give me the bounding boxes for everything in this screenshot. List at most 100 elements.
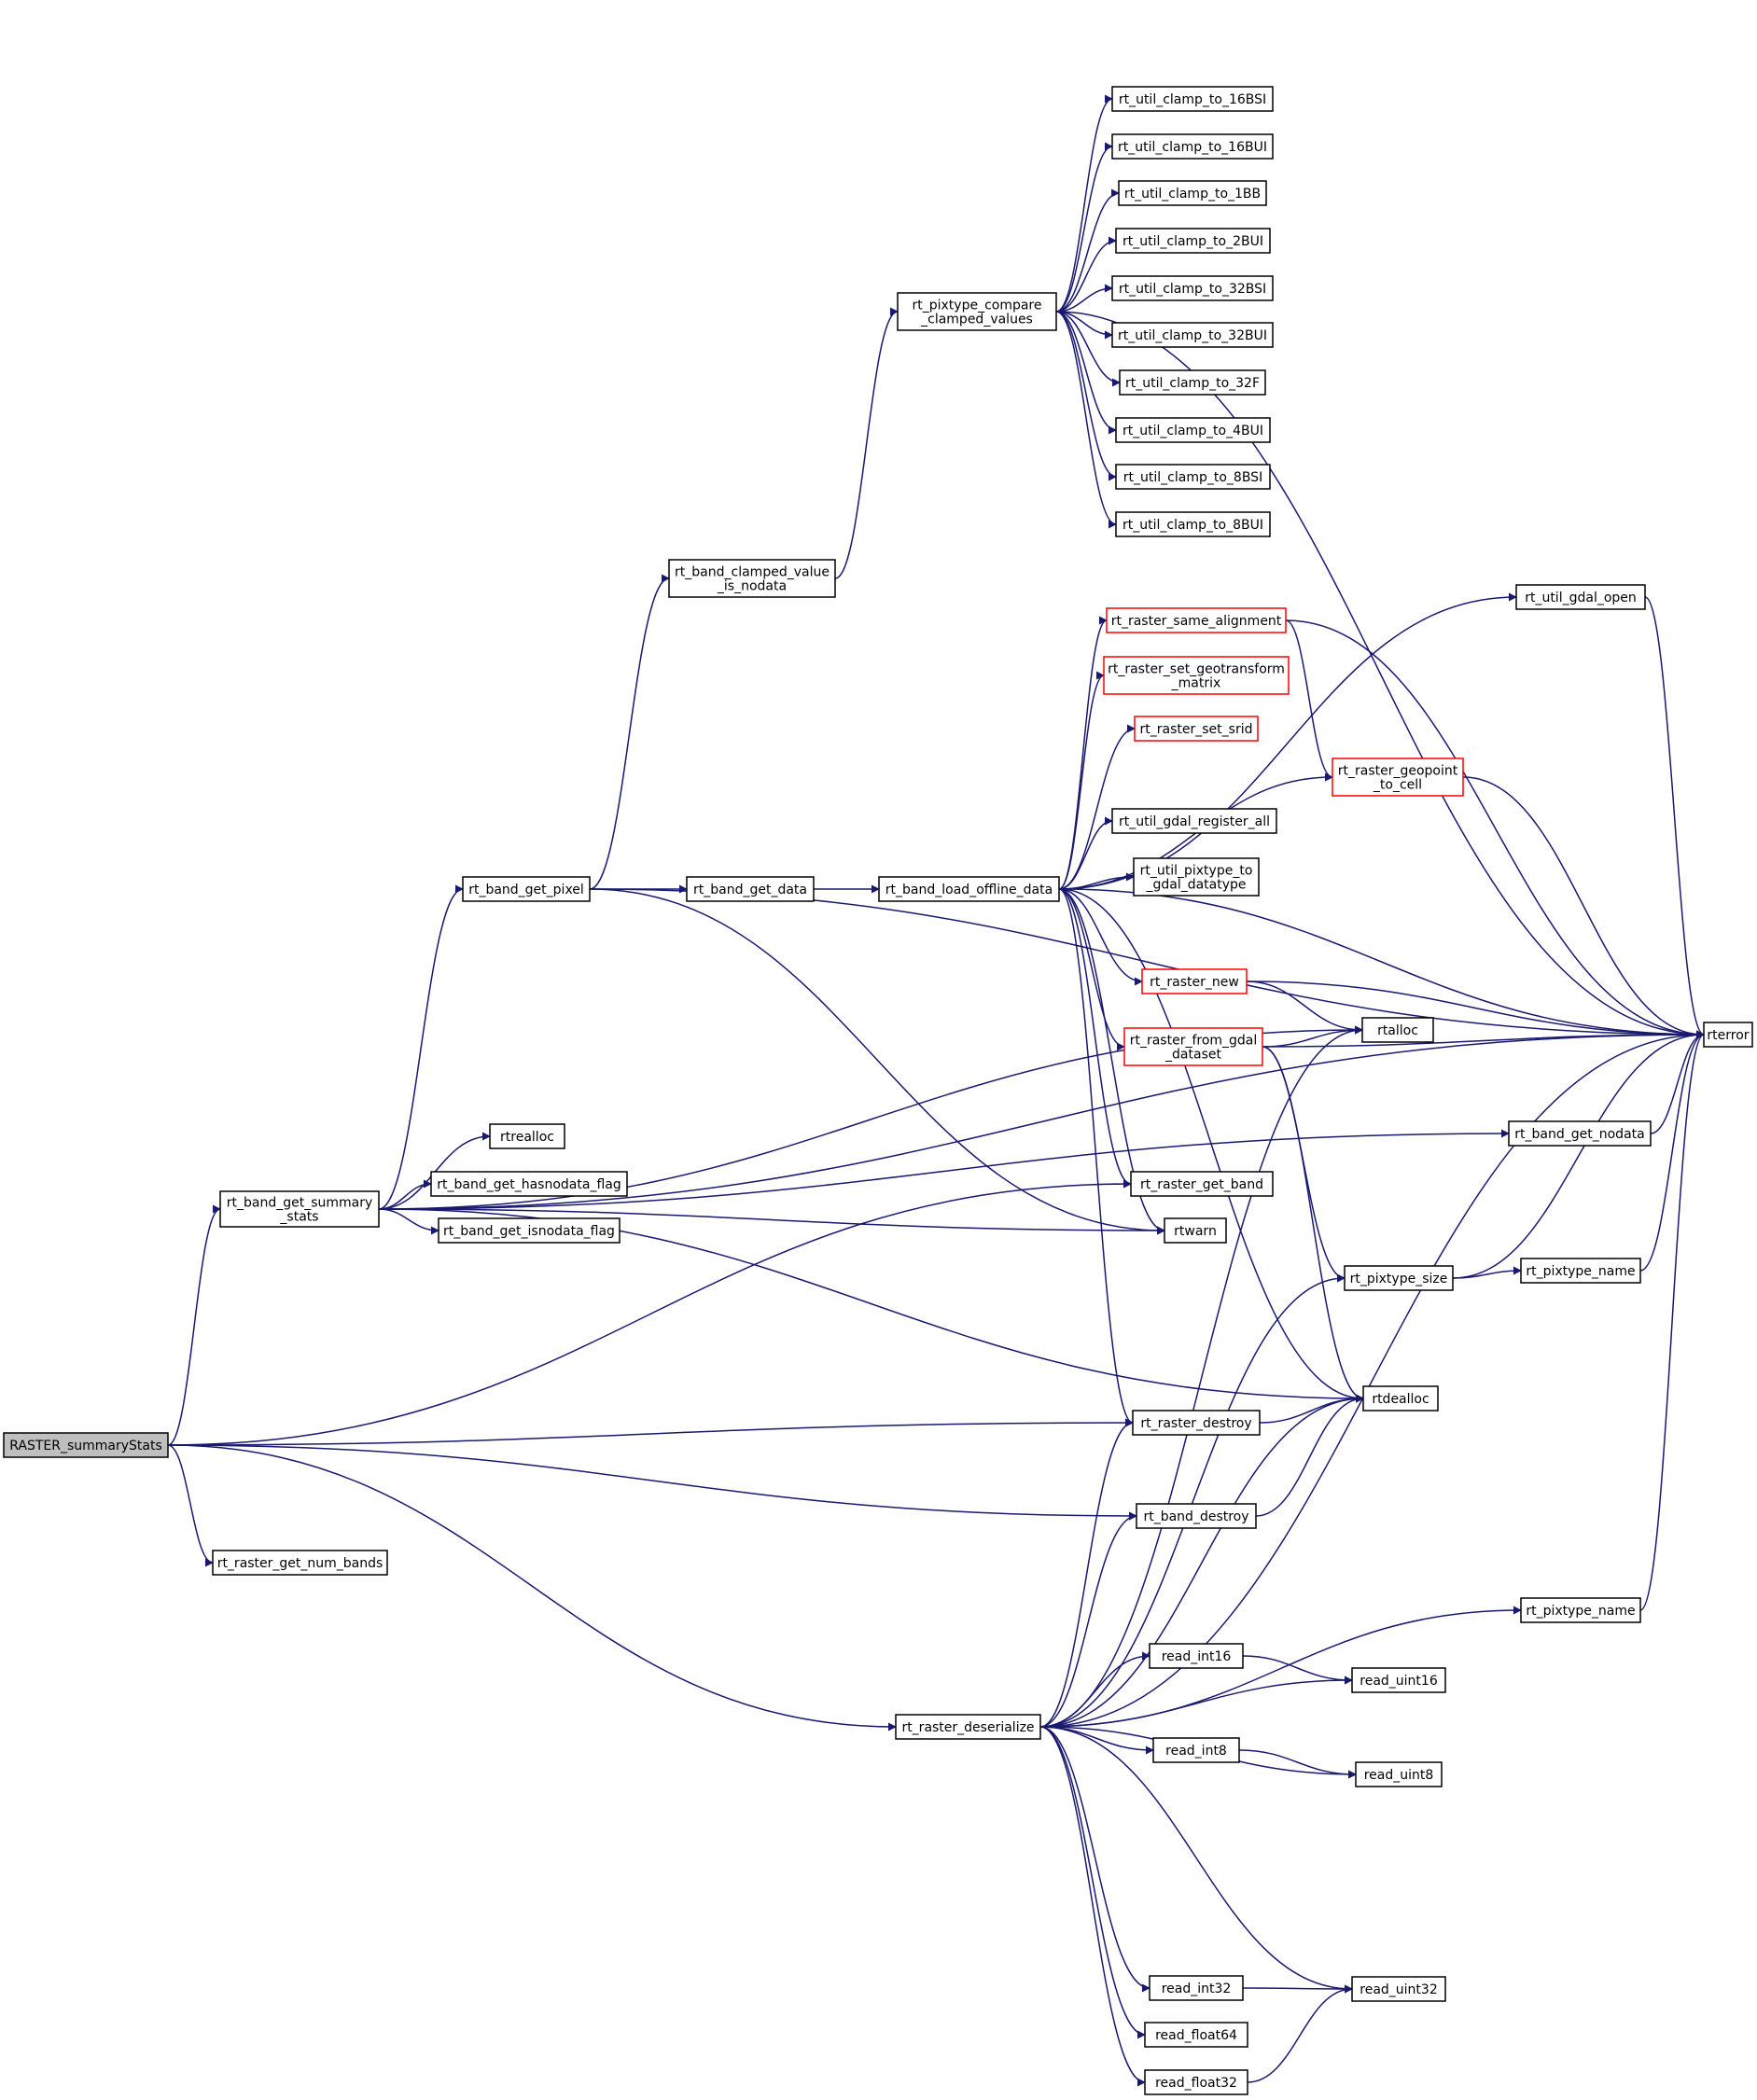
node-box bbox=[489, 1123, 565, 1149]
node-rt-raster-set-srid[interactable]: rt_raster_set_srid bbox=[1134, 716, 1259, 742]
node-rt-band-get-nodata[interactable]: rt_band_get_nodata bbox=[1508, 1120, 1652, 1147]
node-label: read_uint16 bbox=[1360, 1674, 1438, 1689]
node-rt-pixtype-name-2[interactable]: rt_pixtype_name bbox=[1520, 1597, 1641, 1623]
edge-rt-pixtype-compare-clamped-values-to-rt-util-clamp-to-1bb bbox=[1055, 188, 1120, 313]
node-raster-summarystats[interactable]: RASTER_summaryStats bbox=[3, 1432, 169, 1458]
node-rt-band-get-pixel[interactable]: rt_band_get_pixel bbox=[462, 876, 591, 902]
node-rt-pixtype-compare-clamped-values[interactable]: rt_pixtype_compare_clamped_values bbox=[897, 292, 1057, 331]
edge-rt-raster-deserialize-to-read-int16 bbox=[1039, 1651, 1150, 1728]
node-box bbox=[1351, 1667, 1446, 1693]
node-label: rt_util_clamp_to_2BUI bbox=[1123, 234, 1263, 249]
node-label: rt_raster_from_gdal bbox=[1130, 1034, 1258, 1049]
node-label: rtdealloc bbox=[1372, 1392, 1429, 1407]
node-label: _gdal_datatype bbox=[1145, 878, 1246, 893]
edge-rt-band-load-offline-data-to-rt-raster-get-band bbox=[1058, 888, 1132, 1189]
edge-rt-raster-deserialize-to-rt-pixtype-size bbox=[1039, 1273, 1346, 1728]
node-rtalloc[interactable]: rtalloc bbox=[1361, 1017, 1434, 1043]
node-read-uint8[interactable]: read_uint8 bbox=[1355, 1761, 1443, 1787]
node-label: rt_util_clamp_to_32F bbox=[1125, 376, 1260, 391]
node-rt-band-clamped-value-is-nodata[interactable]: rt_band_clamped_value_is_nodata bbox=[668, 559, 836, 598]
node-read-uint16[interactable]: read_uint16 bbox=[1351, 1667, 1446, 1693]
node-label: rt_raster_set_srid bbox=[1140, 722, 1253, 737]
node-rt-raster-set-geotransform-matrix[interactable]: rt_raster_set_geotransform_matrix bbox=[1103, 656, 1290, 695]
edge-rt-pixtype-compare-clamped-values-to-rt-util-clamp-to-16bsi bbox=[1055, 94, 1113, 313]
node-rt-band-get-data[interactable]: rt_band_get_data bbox=[686, 876, 815, 902]
node-label: rt_raster_geopoint bbox=[1338, 764, 1458, 779]
node-rtwarn[interactable]: rtwarn bbox=[1164, 1217, 1227, 1244]
node-rt-util-clamp-to-8bui[interactable]: rt_util_clamp_to_8BUI bbox=[1115, 511, 1271, 537]
node-rt-util-clamp-to-4bui[interactable]: rt_util_clamp_to_4BUI bbox=[1115, 417, 1271, 443]
node-label: rt_raster_get_num_bands bbox=[217, 1556, 383, 1571]
node-rtdealloc[interactable]: rtdealloc bbox=[1362, 1385, 1439, 1412]
node-rt-band-get-summary-stats[interactable]: rt_band_get_summary_stats bbox=[219, 1190, 380, 1228]
node-read-float32[interactable]: read_float32 bbox=[1144, 2069, 1248, 2095]
node-rt-raster-from-gdal-dataset[interactable]: rt_raster_from_gdal_dataset bbox=[1123, 1027, 1263, 1066]
node-box bbox=[1119, 369, 1266, 396]
node-rt-band-load-offline-data[interactable]: rt_band_load_offline_data bbox=[878, 876, 1060, 902]
node-box bbox=[1136, 1503, 1257, 1529]
node-rt-raster-get-num-bands[interactable]: rt_raster_get_num_bands bbox=[212, 1550, 388, 1576]
node-label: _is_nodata bbox=[717, 579, 787, 594]
node-rt-band-get-isnodata-flag[interactable]: rt_band_get_isnodata_flag bbox=[438, 1217, 621, 1244]
node-rt-util-clamp-to-32f[interactable]: rt_util_clamp_to_32F bbox=[1119, 369, 1266, 396]
node-rt-raster-get-band[interactable]: rt_raster_get_band bbox=[1130, 1171, 1274, 1197]
node-read-float64[interactable]: read_float64 bbox=[1144, 2022, 1248, 2048]
node-label: rt_util_clamp_to_16BSI bbox=[1119, 92, 1266, 107]
edge-rt-pixtype-compare-clamped-values-to-rterror bbox=[1055, 311, 1705, 1039]
edge-rt-band-get-pixel-to-rt-band-clamped-value-is-nodata bbox=[589, 574, 670, 890]
node-rtrealloc[interactable]: rtrealloc bbox=[489, 1123, 565, 1149]
node-rt-util-clamp-to-16bui[interactable]: rt_util_clamp_to_16BUI bbox=[1111, 133, 1274, 160]
node-rt-util-gdal-open[interactable]: rt_util_gdal_open bbox=[1515, 584, 1646, 610]
function-nodes: RASTER_summaryStats rt_band_get_summary_s… bbox=[3, 86, 1753, 2095]
node-box bbox=[1111, 322, 1274, 348]
node-label: read_int32 bbox=[1162, 1982, 1232, 1996]
node-rt-pixtype-size[interactable]: rt_pixtype_size bbox=[1344, 1265, 1454, 1291]
edge-rt-pixtype-compare-clamped-values-to-rt-util-clamp-to-16bui bbox=[1055, 142, 1113, 313]
node-rt-util-clamp-to-1bb[interactable]: rt_util_clamp_to_1BB bbox=[1118, 180, 1267, 206]
node-rt-util-clamp-to-16bsi[interactable]: rt_util_clamp_to_16BSI bbox=[1111, 86, 1274, 112]
node-rt-util-clamp-to-32bsi[interactable]: rt_util_clamp_to_32BSI bbox=[1111, 275, 1274, 301]
node-rt-band-destroy[interactable]: rt_band_destroy bbox=[1136, 1503, 1257, 1529]
node-rt-raster-geopoint-to-cell[interactable]: rt_raster_geopoint_to_cell bbox=[1332, 758, 1464, 797]
node-label: rt_pixtype_name bbox=[1526, 1264, 1635, 1279]
node-read-int32[interactable]: read_int32 bbox=[1149, 1975, 1244, 2001]
node-box bbox=[1115, 417, 1271, 443]
node-rt-raster-new[interactable]: rt_raster_new bbox=[1141, 968, 1248, 994]
node-label: rterror bbox=[1707, 1028, 1749, 1043]
node-rt-util-gdal-register-all[interactable]: rt_util_gdal_register_all bbox=[1111, 808, 1277, 834]
edge-rt-band-get-summary-stats-to-rt-band-get-nodata bbox=[378, 1129, 1510, 1210]
node-rt-util-clamp-to-2bui[interactable]: rt_util_clamp_to_2BUI bbox=[1115, 228, 1271, 254]
node-read-int16[interactable]: read_int16 bbox=[1149, 1643, 1244, 1669]
node-rt-raster-deserialize[interactable]: rt_raster_deserialize bbox=[895, 1714, 1041, 1740]
node-label: rt_raster_destroy bbox=[1140, 1416, 1251, 1431]
edge-raster-summarystats-to-rt-raster-destroy bbox=[167, 1418, 1134, 1446]
edge-rt-raster-deserialize-to-read-float64 bbox=[1039, 1726, 1146, 2039]
node-read-uint32[interactable]: read_uint32 bbox=[1351, 1976, 1446, 2002]
edge-raster-summarystats-to-rt-band-destroy bbox=[167, 1444, 1137, 1521]
node-label: read_uint8 bbox=[1364, 1768, 1434, 1783]
node-read-int8[interactable]: read_int8 bbox=[1152, 1737, 1240, 1763]
node-rt-util-clamp-to-8bsi[interactable]: rt_util_clamp_to_8BSI bbox=[1115, 464, 1271, 490]
edge-rt-raster-deserialize-to-read-uint32 bbox=[1039, 1726, 1353, 1994]
node-rt-pixtype-name-1[interactable]: rt_pixtype_name bbox=[1520, 1258, 1641, 1284]
edge-rt-band-get-pixel-to-rterror bbox=[589, 888, 1705, 1039]
node-rt-util-clamp-to-32bui[interactable]: rt_util_clamp_to_32BUI bbox=[1111, 322, 1274, 348]
node-box bbox=[1520, 1597, 1641, 1623]
edge-rt-band-load-offline-data-to-rtwarn bbox=[1058, 888, 1165, 1235]
node-rt-raster-same-alignment[interactable]: rt_raster_same_alignment bbox=[1106, 607, 1287, 633]
edge-rt-raster-deserialize-to-rtalloc bbox=[1039, 1025, 1363, 1728]
edge-rt-band-load-offline-data-to-rt-raster-set-geotransform-matrix bbox=[1058, 671, 1105, 890]
node-rt-util-pixtype-to-gdal-datatype[interactable]: rt_util_pixtype_to_gdal_datatype bbox=[1133, 857, 1260, 897]
node-box bbox=[1115, 511, 1271, 537]
node-rterror[interactable]: rterror bbox=[1703, 1022, 1753, 1048]
node-label: rt_util_clamp_to_8BUI bbox=[1123, 518, 1263, 533]
node-label: rt_raster_get_band bbox=[1140, 1177, 1263, 1192]
node-box bbox=[1152, 1737, 1240, 1763]
node-box bbox=[1164, 1217, 1227, 1244]
node-box bbox=[1133, 857, 1260, 897]
node-rt-raster-destroy[interactable]: rt_raster_destroy bbox=[1132, 1410, 1261, 1436]
node-rt-band-get-hasnodata-flag[interactable]: rt_band_get_hasnodata_flag bbox=[430, 1171, 628, 1197]
node-box bbox=[430, 1171, 628, 1197]
edge-rt-util-gdal-open-to-rterror bbox=[1644, 596, 1705, 1039]
edge-read-int8-to-read-uint8 bbox=[1238, 1749, 1357, 1779]
